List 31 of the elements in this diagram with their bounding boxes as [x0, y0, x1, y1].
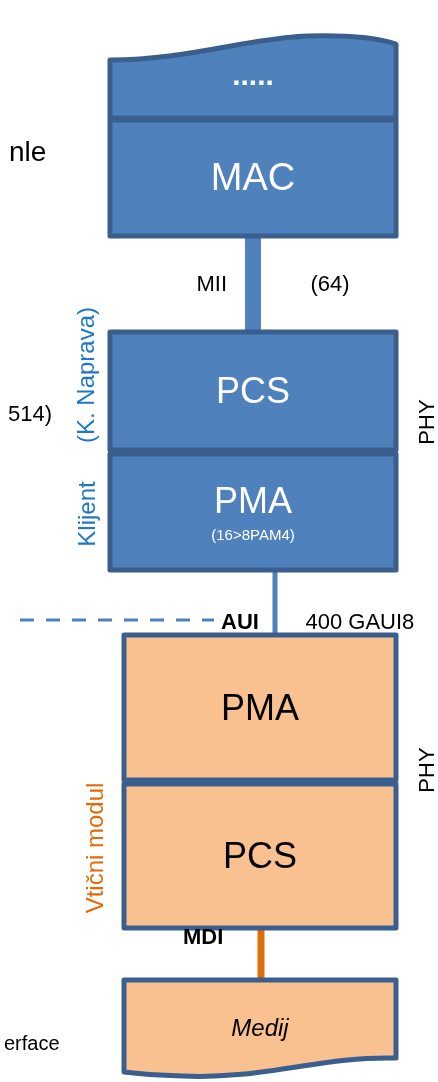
connector-line: [272, 572, 278, 633]
module-label: Vtični modul: [82, 782, 107, 914]
interface-name: 400 GAUI8: [305, 611, 415, 633]
layer-box: [108, 330, 398, 452]
sublayer-label: PHY: [415, 399, 438, 445]
interface-label: MII: [196, 273, 228, 295]
connector-line: [245, 238, 261, 330]
layer-name: Medij: [231, 1014, 289, 1042]
text-fragment: 514): [8, 403, 53, 425]
interface-label: AUI: [221, 611, 259, 633]
connector-line: [257, 930, 265, 978]
layer-box: [108, 118, 398, 238]
layer-name: PCS: [216, 371, 290, 411]
device-label: Klijent: [74, 481, 99, 547]
interface-label: MDI: [183, 926, 224, 948]
layer-name: .....: [232, 57, 274, 91]
layer-note: (16>8PAM4): [211, 526, 295, 544]
sublayer-label: PHY: [415, 747, 438, 793]
layer-box: [122, 633, 398, 782]
text-fragment: erface: [4, 1033, 60, 1053]
layer-name: MAC: [210, 157, 296, 199]
layer-box: [108, 452, 398, 572]
layer-name: PMA: [214, 480, 292, 521]
text-fragment: nle: [9, 138, 47, 166]
width-label: (64): [310, 273, 350, 295]
medium-box: [122, 978, 398, 1078]
layer-box: [108, 30, 398, 118]
layer-name: PMA: [221, 687, 299, 728]
device-label: (K. Naprava): [74, 307, 98, 443]
layer-name: PCS: [223, 836, 297, 876]
layer-box: [122, 782, 398, 930]
